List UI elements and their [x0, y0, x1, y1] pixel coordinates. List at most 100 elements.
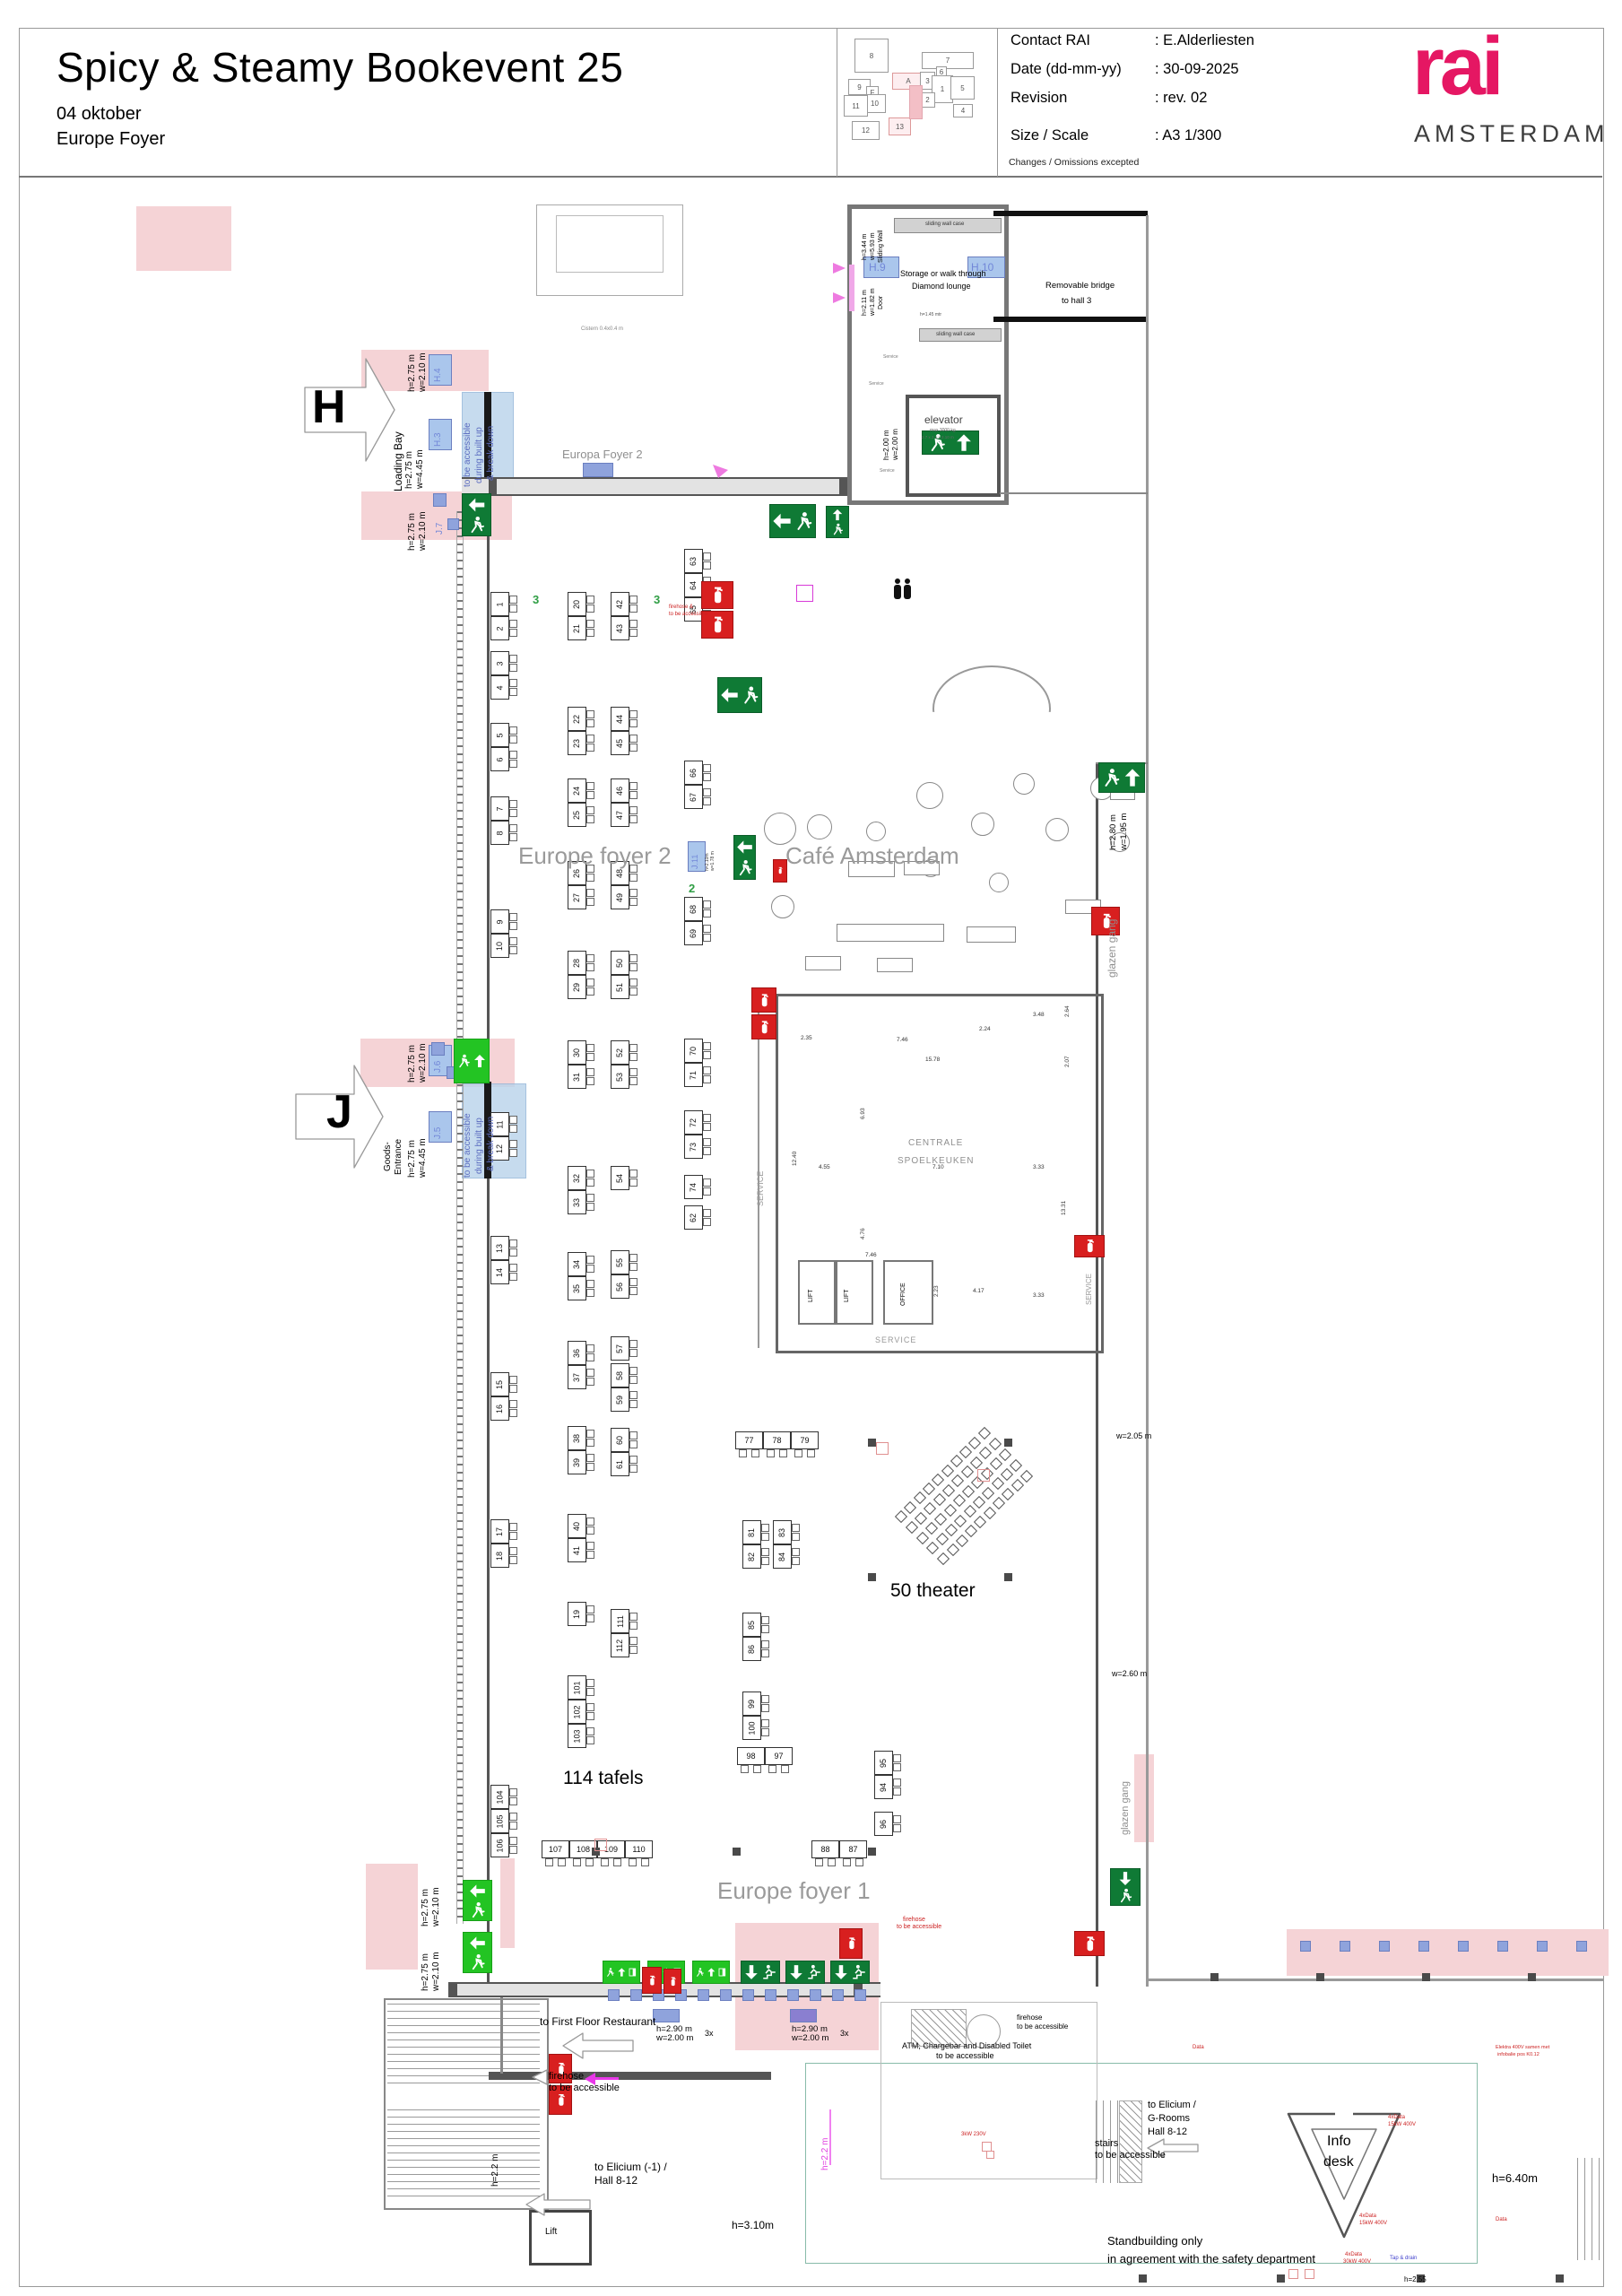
table-43: 43: [611, 616, 638, 640]
plan-label: h=2.00 m: [882, 430, 890, 460]
theater-chair: [913, 1492, 926, 1505]
theater-chair: [963, 1505, 976, 1518]
door-marker: [742, 1989, 754, 2001]
minimap-hall-1: 1: [932, 75, 953, 103]
table-3: 3: [490, 651, 517, 675]
plan-label: G-Rooms: [1148, 2113, 1191, 2124]
theater-chair: [1000, 1467, 1013, 1482]
plan-label: 2.07: [1064, 1056, 1071, 1067]
table-37: 37: [568, 1365, 594, 1389]
mandown-icon: [808, 1964, 820, 1979]
plan-label: firehose: [903, 1917, 925, 1923]
plan-label: glazen gang: [1106, 918, 1118, 978]
exit-sign: [769, 504, 816, 538]
theater-chair: [977, 1427, 991, 1440]
exit-sign: [830, 1961, 870, 1984]
door-marker: [688, 841, 706, 872]
plan-label: LIFT: [808, 1289, 814, 1302]
plan-label: to Elicium (-1) /: [594, 2161, 667, 2173]
wall: [776, 994, 1104, 1353]
cafe-table: [1045, 818, 1069, 841]
plan-label: Data: [1193, 2045, 1204, 2050]
door-marker: [583, 463, 613, 477]
plan-label: 3x: [840, 2029, 849, 2038]
cafe-table: [877, 958, 913, 972]
table-79: 79: [791, 1431, 819, 1457]
door-marker: [787, 1989, 799, 2001]
table-82: 82: [742, 1544, 769, 1569]
cafe-table: [848, 861, 895, 877]
plan-label: elevator: [924, 413, 963, 426]
pillar: [1316, 1973, 1324, 1981]
direction-arrow: [833, 263, 846, 274]
wall: [1096, 2100, 1119, 2183]
plan-label: J: [326, 1086, 352, 1138]
exit-sign: [826, 506, 849, 538]
au-icon: [832, 509, 843, 521]
wall: [993, 317, 1148, 322]
door-marker: [433, 493, 447, 507]
pillar: [1528, 1973, 1536, 1981]
man-icon: [744, 686, 759, 704]
wall: [847, 204, 1009, 505]
table-107: 107: [542, 1840, 569, 1866]
fire-extinguisher-icon: [664, 1969, 681, 1994]
plan-label: h=2.90 m: [792, 2024, 828, 2034]
table-52: 52: [611, 1040, 638, 1065]
table-18: 18: [490, 1544, 517, 1568]
theater-chair: [988, 1438, 1002, 1451]
man-icon: [607, 1968, 614, 1977]
man-icon: [931, 434, 945, 452]
theater-chair: [952, 1494, 966, 1508]
table-46: 46: [611, 778, 638, 803]
plan-label: J.5: [433, 1126, 443, 1139]
wall: [906, 395, 1001, 497]
door-marker: [1300, 1941, 1311, 1952]
pillar: [1139, 2274, 1147, 2283]
theater-chair: [904, 1500, 917, 1514]
cafe-table: [837, 924, 944, 942]
door-marker: [447, 518, 459, 530]
ad-icon: [790, 1965, 802, 1979]
header-divider: [19, 176, 1602, 178]
theater-chair: [935, 1533, 949, 1546]
table-72: 72: [684, 1110, 711, 1135]
plan-label: to be accessible: [936, 2051, 994, 2060]
door-marker: [429, 419, 452, 450]
plan-label: firehose: [549, 2071, 585, 2082]
plan-label: Europa Foyer 2: [562, 448, 643, 461]
man-icon: [1120, 1888, 1132, 1903]
man-icon: [833, 523, 843, 535]
wall: [1148, 1979, 1603, 1981]
ad-icon: [745, 1965, 758, 1979]
minimap-hall-7: 7: [922, 52, 974, 69]
theater-chair: [943, 1503, 957, 1517]
revision-label: Revision: [1010, 90, 1068, 106]
fire-extinguisher-icon: [1091, 907, 1120, 935]
theater-chair: [999, 1448, 1012, 1461]
theater-chair: [941, 1464, 954, 1477]
table-106: 106: [490, 1833, 517, 1857]
table-50: 50: [611, 951, 638, 975]
plan-label: w=2.05 m: [1116, 1431, 1152, 1440]
wall: [932, 665, 1051, 712]
plan-label: 4xData: [1359, 2213, 1377, 2219]
table-23: 23: [568, 731, 594, 755]
wall: [456, 511, 464, 1924]
table-111: 111: [611, 1609, 638, 1633]
plan-label: 15kW 400V: [1388, 2122, 1417, 2127]
contact-label: Contact RAI: [1010, 32, 1090, 48]
man-icon: [472, 1953, 485, 1970]
exit-sign: [463, 1932, 492, 1973]
wall: [1000, 492, 1148, 494]
plan-label: Removable bridge: [1045, 281, 1115, 291]
table-38: 38: [568, 1426, 594, 1450]
ad-icon: [1119, 1872, 1132, 1885]
table-66: 66: [684, 761, 711, 785]
plan-label: glazen gang: [1120, 1781, 1131, 1835]
pillar: [868, 1573, 876, 1581]
plan-label: 6.93: [860, 1108, 866, 1119]
door-marker: [832, 1989, 844, 2001]
